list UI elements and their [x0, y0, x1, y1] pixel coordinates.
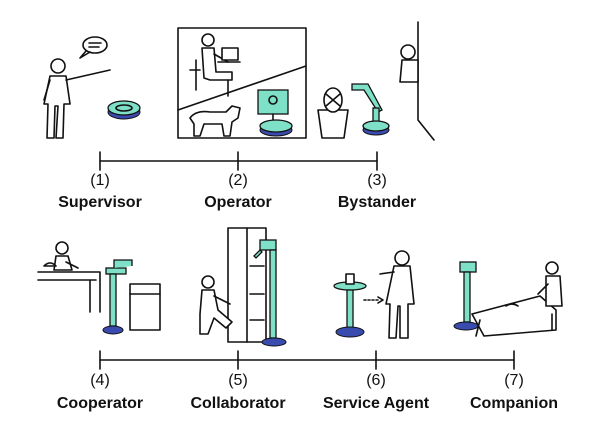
role-number-7: (7)	[504, 372, 524, 389]
timeline-top	[99, 151, 378, 171]
dog-icon	[189, 105, 241, 137]
role-label-companion: Companion	[470, 395, 558, 412]
role-number-2: (2)	[228, 172, 248, 189]
arm-robot-icon	[351, 83, 390, 136]
role-label-cooperator: Cooperator	[56, 395, 144, 412]
role-number-6: (6)	[366, 372, 386, 389]
plant-pot-icon	[317, 87, 349, 139]
companion-illustration	[453, 261, 563, 337]
operator-illustration	[177, 27, 307, 139]
role-label-service-agent: Service Agent	[322, 395, 430, 412]
tall-robot-icon	[253, 239, 287, 347]
role-number-3: (3)	[367, 172, 387, 189]
vacuum-robot-icon	[107, 100, 141, 120]
telepresence-robot-icon	[257, 89, 293, 137]
laptop-icon	[217, 47, 241, 63]
bystander-illustration	[317, 21, 435, 141]
sink-robot-icon	[102, 259, 133, 335]
role-number-5: (5)	[228, 372, 248, 389]
timeline-bottom	[99, 350, 515, 370]
tray-robot-icon	[333, 273, 367, 338]
cooperator-illustration	[37, 241, 161, 335]
service-agent-illustration	[333, 250, 415, 339]
supervisor-illustration	[43, 36, 141, 139]
role-label-supervisor: Supervisor	[58, 194, 142, 211]
role-number-1: (1)	[90, 172, 110, 189]
speech-bubble-icon	[79, 36, 108, 59]
role-label-operator: Operator	[204, 194, 272, 211]
role-label-collaborator: Collaborator	[190, 395, 286, 412]
role-number-4: (4)	[90, 372, 110, 389]
role-label-bystander: Bystander	[337, 194, 417, 211]
collaborator-illustration	[199, 227, 287, 347]
